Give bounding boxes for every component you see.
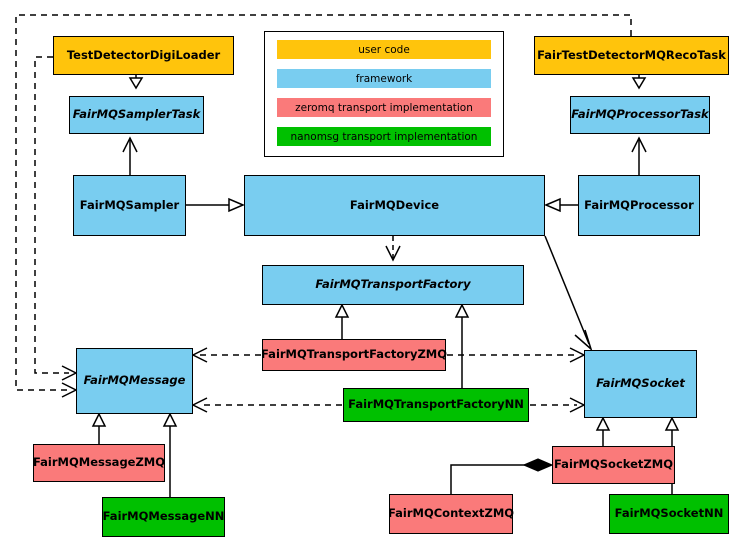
class-node-label: TestDetectorDigiLoader xyxy=(66,47,221,62)
edge-device-socket xyxy=(544,235,593,352)
class-node-label: FairMQMessageNN xyxy=(102,509,225,524)
class-node-label: FairMQSocketNN xyxy=(614,506,724,521)
edge-processor-processortask xyxy=(631,136,647,175)
legend-row-user-code: user code xyxy=(277,40,491,59)
legend-row-zeromq: zeromq transport implementation xyxy=(277,98,491,117)
class-node-fairmqtransportfactory[interactable]: FairMQTransportFactory xyxy=(262,265,524,305)
class-node-label: FairMQSocket xyxy=(596,376,685,391)
edge-tfzmq-transportfactory xyxy=(334,303,350,339)
edge-contextzmq-socketzmq xyxy=(450,458,554,494)
class-node-fairmqprocessor[interactable]: FairMQProcessor xyxy=(578,175,700,236)
edge-tfnn-socket xyxy=(530,397,586,413)
legend-label-nanomsg: nanomsg transport implementation xyxy=(290,130,478,143)
edge-recotask-processortask xyxy=(631,75,647,90)
legend-panel: user code framework zeromq transport imp… xyxy=(264,31,504,157)
edge-tfzmq-message xyxy=(191,347,261,363)
class-node-label: FairMQMessage xyxy=(83,373,186,388)
class-node-fairmqcontextzmq[interactable]: FairMQContextZMQ xyxy=(387,494,515,534)
class-node-fairmqtransportfactoryzmq[interactable]: FairMQTransportFactoryZMQ xyxy=(261,339,448,371)
class-node-fairmqmessagezmq[interactable]: FairMQMessageZMQ xyxy=(33,444,165,482)
class-node-fairmqsampler[interactable]: FairMQSampler xyxy=(73,175,186,236)
edge-messagenn-message xyxy=(162,412,178,497)
class-node-label: FairMQSamplerTask xyxy=(72,107,201,122)
legend-label-zeromq: zeromq transport implementation xyxy=(295,101,473,114)
class-node-fairmqdevice[interactable]: FairMQDevice xyxy=(244,175,545,236)
class-node-fairmqprocessortask[interactable]: FairMQProcessorTask xyxy=(570,96,710,134)
legend-label-framework: framework xyxy=(355,72,413,85)
edge-digiloader-samplertask xyxy=(128,75,144,90)
class-node-testdetectordigiloader[interactable]: TestDetectorDigiLoader xyxy=(53,36,234,75)
edge-device-transportfactory xyxy=(385,236,401,262)
class-node-label: FairMQTransportFactoryNN xyxy=(348,397,524,412)
class-node-label: FairMQSampler xyxy=(79,197,180,212)
class-node-label: FairMQTransportFactory xyxy=(315,277,471,292)
class-node-label: FairMQDevice xyxy=(349,197,440,212)
class-node-label: FairMQContextZMQ xyxy=(387,506,515,521)
class-node-label: FairMQProcessor xyxy=(584,197,694,212)
class-node-fairtestdetectormqrecotask[interactable]: FairTestDetectorMQRecoTask xyxy=(534,36,729,75)
edge-socketzmq-socket xyxy=(595,416,611,446)
class-node-fairmqsocket[interactable]: FairMQSocket xyxy=(584,350,697,418)
class-node-fairmqsocketnn[interactable]: FairMQSocketNN xyxy=(609,494,729,534)
class-node-fairmqmessagenn[interactable]: FairMQMessageNN xyxy=(102,497,225,537)
class-node-fairmqsamplertask[interactable]: FairMQSamplerTask xyxy=(69,96,204,134)
edge-tfzmq-socket xyxy=(447,347,586,363)
class-node-label: FairMQMessageZMQ xyxy=(32,455,166,470)
class-node-fairmqsocketzmq[interactable]: FairMQSocketZMQ xyxy=(552,446,675,484)
class-node-label: FairMQSocketZMQ xyxy=(554,457,673,472)
class-node-label: FairMQTransportFactoryZMQ xyxy=(261,347,448,362)
edge-sampler-device xyxy=(186,197,245,213)
class-node-label: FairTestDetectorMQRecoTask xyxy=(537,47,726,62)
class-node-label: FairMQProcessorTask xyxy=(571,107,709,122)
legend-label-user-code: user code xyxy=(358,43,410,56)
legend-row-framework: framework xyxy=(277,69,491,88)
legend-row-nanomsg: nanomsg transport implementation xyxy=(277,127,491,146)
class-node-fairmqtransportfactorynn[interactable]: FairMQTransportFactoryNN xyxy=(343,388,529,422)
edge-sampler-samplertask xyxy=(122,136,138,175)
edge-tfnn-transportfactory xyxy=(454,303,470,388)
class-node-fairmqmessage[interactable]: FairMQMessage xyxy=(76,348,193,414)
edge-processor-device xyxy=(544,197,578,213)
edge-messagezmq-message xyxy=(91,412,107,444)
edge-tfnn-message xyxy=(191,397,342,413)
